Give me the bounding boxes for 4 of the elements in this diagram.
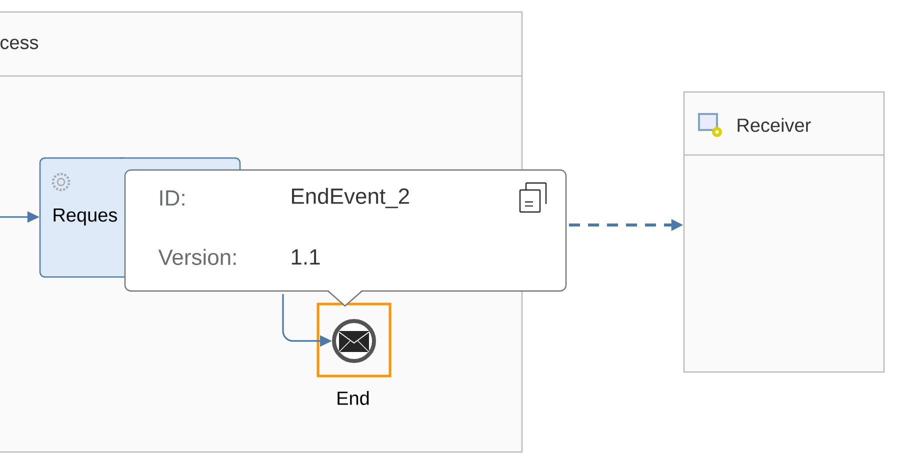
- pool-title: cess: [0, 38, 38, 50]
- pool-title: Receiver: [738, 118, 811, 132]
- event-label: End: [338, 391, 369, 405]
- task-label: Reques: [54, 208, 117, 226]
